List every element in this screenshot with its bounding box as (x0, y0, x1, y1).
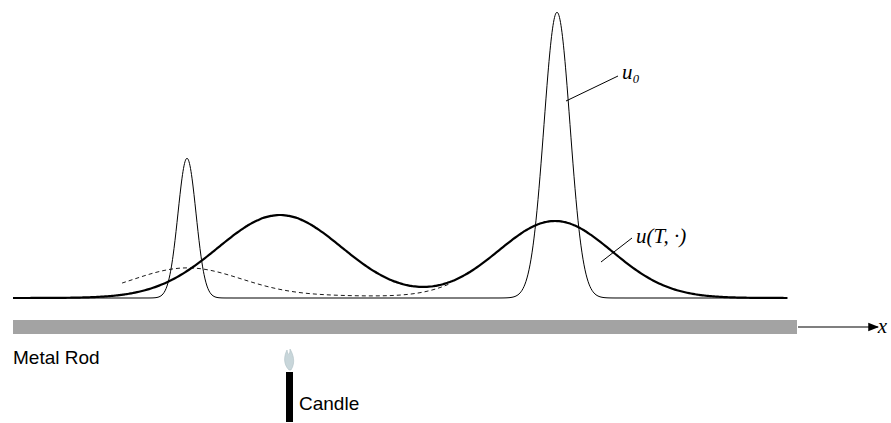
candle-body (286, 372, 293, 422)
curve-label: u₀ (622, 62, 640, 83)
metal-rod (13, 320, 797, 334)
no-candle-curve (122, 268, 450, 296)
x-axis-arrow (798, 326, 878, 327)
candle-flame (285, 349, 294, 370)
curve-label: u(T, ·) (636, 226, 686, 247)
part-label: Candle (299, 394, 359, 413)
leader-line (601, 238, 632, 262)
part-label: Metal Rod (13, 348, 100, 367)
axis-label: x (878, 316, 887, 337)
leader-line (566, 76, 618, 101)
final-temperature-curve (13, 215, 787, 298)
initial-temperature-curve (13, 12, 788, 298)
